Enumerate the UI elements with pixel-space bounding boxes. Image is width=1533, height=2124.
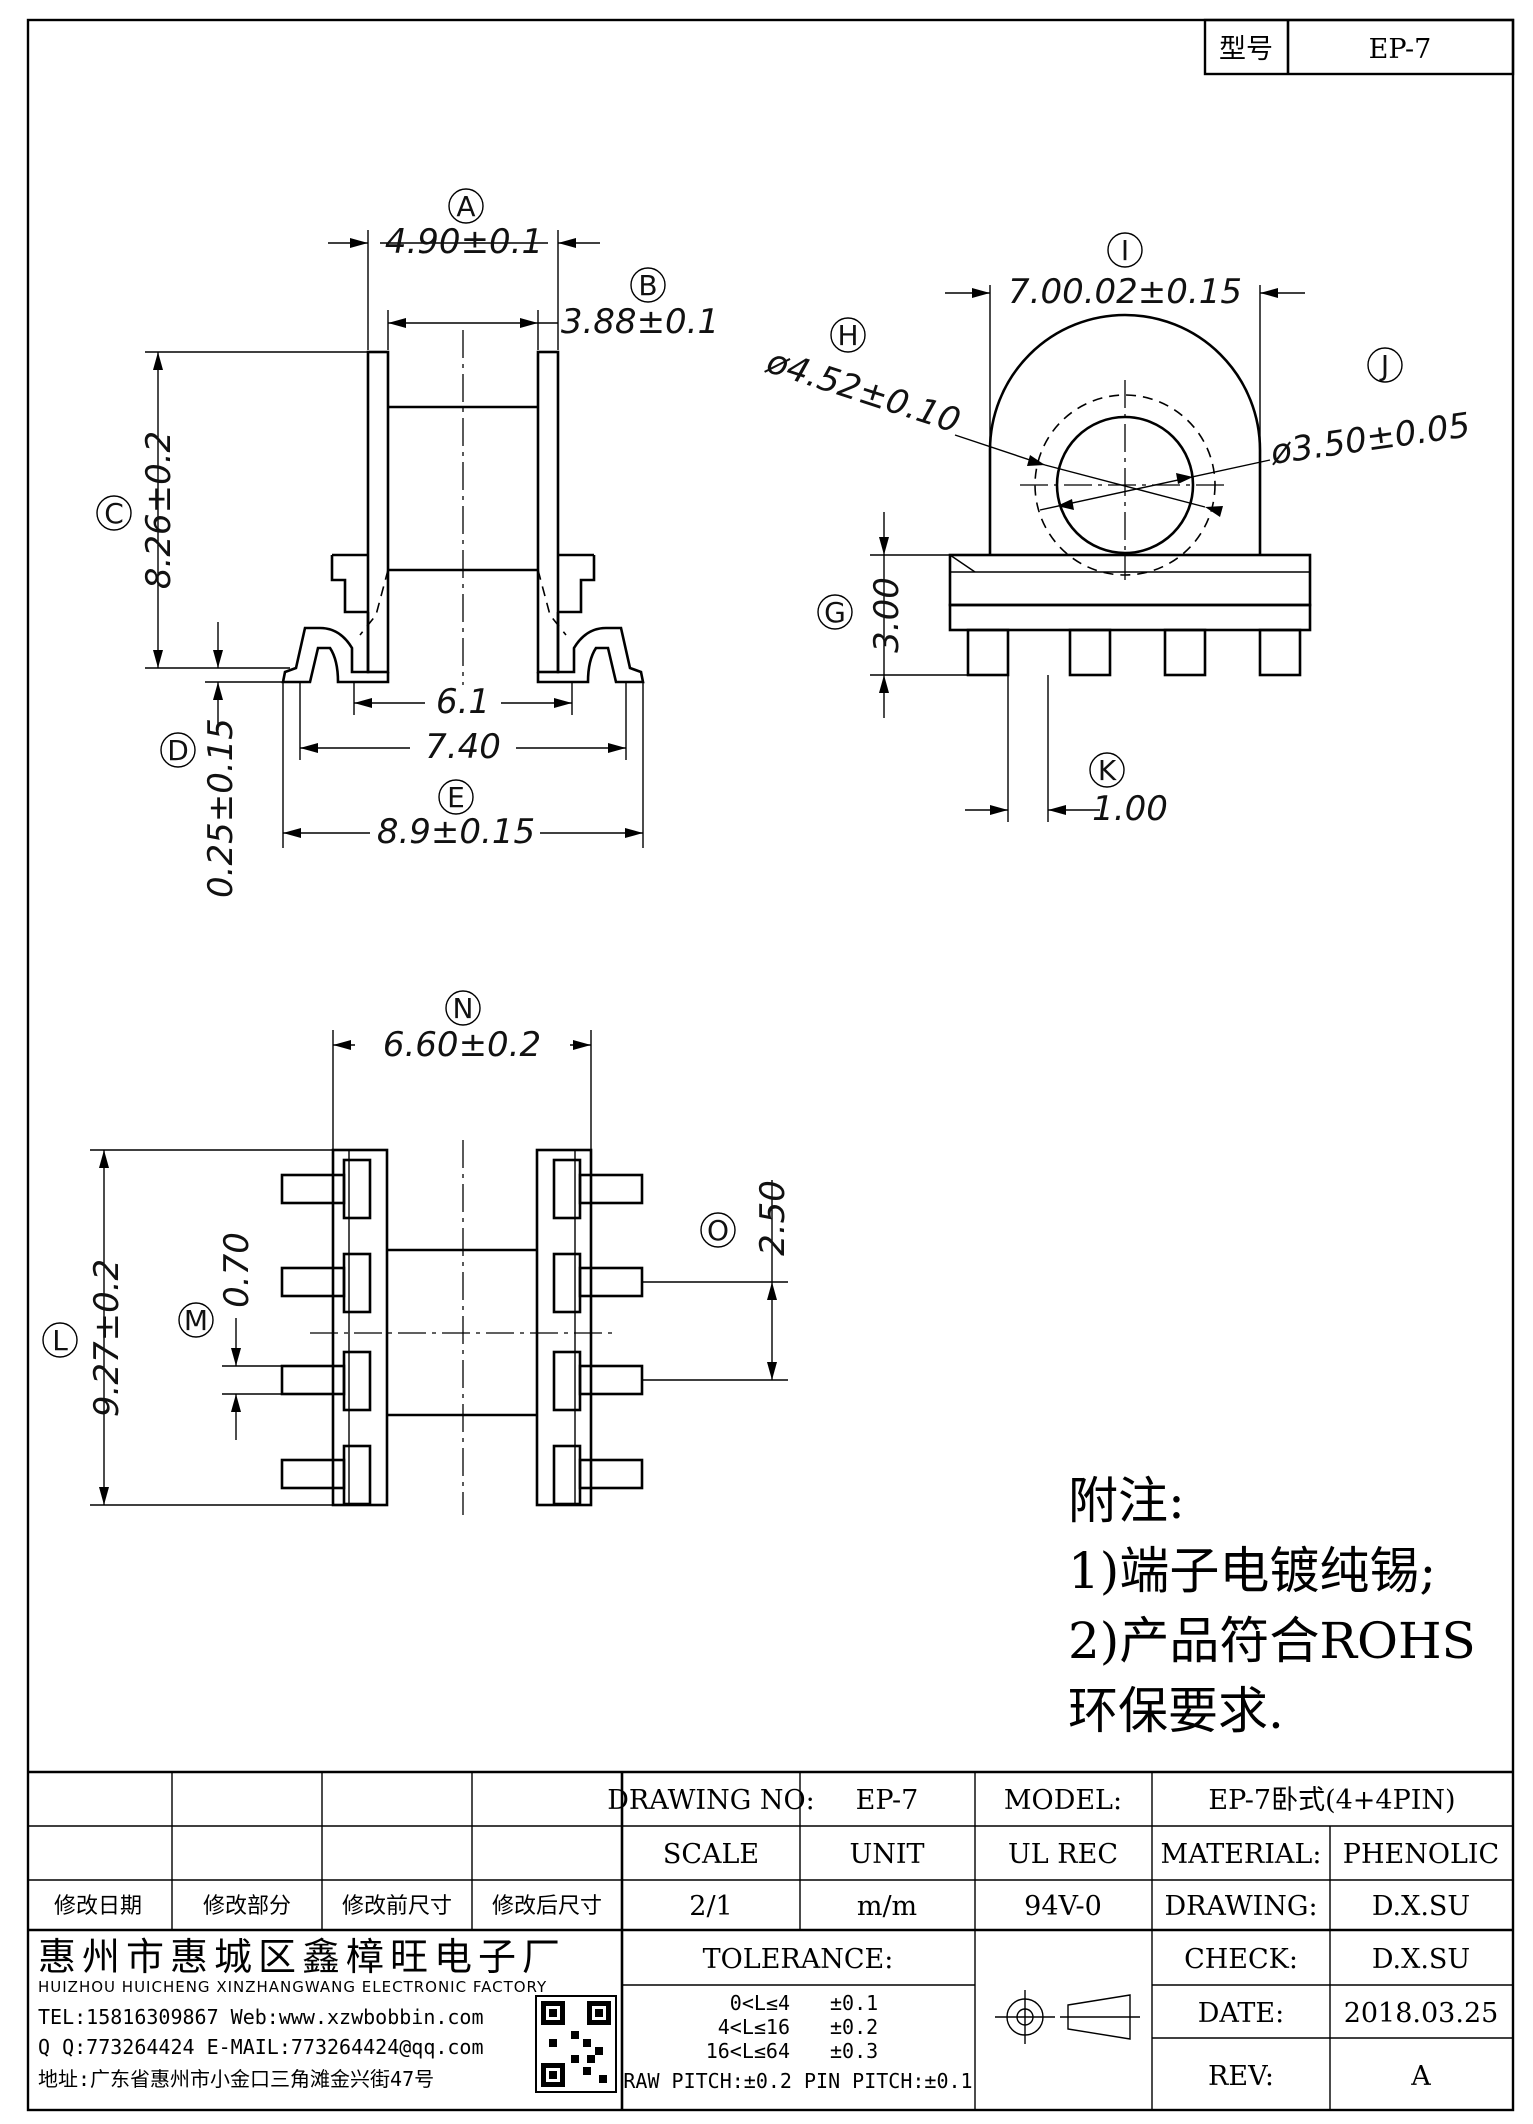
dim-A-letter: A [456,190,475,223]
dim-N: N 6.60±0.2 [332,990,592,1150]
side-view [948,313,1312,677]
pitch-note: RAW PITCH:±0.2 PIN PITCH:±0.1 [623,2069,972,2093]
model-value: EP-7卧式(4+4PIN) [1208,1785,1455,1816]
notes-line-2: 2)产品符合ROHS [1068,1612,1476,1670]
dim-D-value: 0.25±0.15 [201,718,241,898]
dim-M-letter: M [184,1304,208,1337]
model-header-box: 型号 EP-7 [1203,18,1515,76]
company-name-en: HUIZHOU HUICHENG XINZHANGWANG ELECTRONIC… [38,1978,547,1996]
company-address: 地址:广东省惠州市小金口三角滩金兴街47号 [38,2067,434,2091]
rev-value: A [1410,2061,1431,2092]
ul-label: UL REC [1008,1839,1118,1870]
dim-E-letter: E [447,781,465,814]
dim-D: D 0.25±0.15 [160,622,283,898]
dim-K: K 1.00 [965,675,1168,829]
dim-C-letter: C [104,497,124,530]
dim-J: J ø3.50±0.05 [1039,347,1473,511]
notes-title: 附注: [1068,1472,1185,1530]
check-value: D.X.SU [1372,1944,1470,1975]
model-header-value: EP-7 [1369,34,1432,65]
drawing-value: D.X.SU [1372,1891,1470,1922]
dim-A: A 4.90±0.1 [328,188,600,350]
dim-E: E 8.9±0.15 [282,682,644,852]
tol-value-1: ±0.1 [830,1991,878,2015]
dim-B-letter: B [638,269,657,302]
dim-K-value: 1.00 [1092,789,1168,829]
model-label: MODEL: [1004,1785,1122,1816]
dim-I-value: 7.00.02±0.15 [1008,272,1242,312]
dim-J-letter: J [1379,349,1389,382]
model-header-label: 型号 [1219,34,1273,65]
dim-H: H ø4.52±0.10 [761,317,1223,517]
dim-O: O 2.50 [642,1180,793,1381]
dim-B: B 3.88±0.1 [387,267,719,350]
dim-L-letter: L [52,1324,68,1357]
material-value: PHENOLIC [1343,1839,1499,1870]
dim-L: L 9.27±0.2 [42,1149,333,1506]
dim-M-value: 0.70 [217,1232,257,1308]
tolerance-label: TOLERANCE: [703,1944,894,1975]
check-label: CHECK: [1184,1944,1298,1975]
qr-code-icon [535,1995,617,2093]
rev-header-date: 修改日期 [54,1894,142,1919]
tol-range-3: 16<L≤64 [706,2039,790,2063]
company-qq-mail: Q Q:773264424 E-MAIL:773264424@qq.com [38,2035,484,2059]
dim-N-value: 6.60±0.2 [383,1025,541,1065]
scale-label: SCALE [663,1839,759,1870]
ul-value: 94V-0 [1024,1891,1102,1922]
bottom-view [280,1140,644,1515]
notes-block: 附注: 1)端子电镀纯锡; 2)产品符合ROHS 环保要求. [1068,1472,1476,1740]
dim-C: C 8.26±0.2 [96,351,368,669]
rev-header-after: 修改后尺寸 [492,1894,602,1919]
dim-G-value: 3.00 [867,577,907,653]
tol-range-1: 0<L≤4 [730,1991,790,2015]
dim-O-value: 2.50 [753,1180,793,1256]
material-label: MATERIAL: [1161,1839,1322,1870]
tol-value-2: ±0.2 [830,2015,878,2039]
dim-H-letter: H [837,319,858,352]
rev-label: REV: [1208,2061,1274,2092]
unit-label: UNIT [849,1839,924,1870]
dim-O-letter: O [707,1214,729,1247]
date-value: 2018.03.25 [1344,1998,1499,2029]
date-label: DATE: [1198,1998,1284,2029]
dim-inner2-value: 7.40 [425,727,501,767]
unit-value: m/m [857,1891,917,1922]
rev-header-part: 修改部分 [203,1894,291,1919]
dim-M: M 0.70 [178,1232,282,1440]
dim-H-value: ø4.52±0.10 [761,341,965,441]
dim-J-value: ø3.50±0.05 [1267,405,1472,473]
notes-line-1: 1)端子电镀纯锡; [1068,1542,1436,1600]
dim-I: I 7.00.02±0.15 [945,232,1305,450]
drawing-no-label: DRAWING NO: [607,1785,814,1816]
projection-symbol-icon [995,1990,1140,2044]
dim-I-letter: I [1121,234,1129,267]
dim-inner1-value: 6.1 [436,682,490,722]
dim-inner-7-40: 7.40 [299,682,627,767]
dim-K-letter: K [1098,754,1117,787]
tol-value-3: ±0.3 [830,2039,878,2063]
dim-E-value: 8.9±0.15 [377,812,535,852]
tol-range-2: 4<L≤16 [718,2015,790,2039]
drawing-label: DRAWING: [1164,1891,1317,1922]
dim-N-letter: N [453,992,474,1025]
dim-B-value: 3.88±0.1 [561,302,719,342]
company-name-cn: 惠州市惠城区鑫樟旺电子厂 [38,1935,566,1979]
company-tel-web: TEL:15816309867 Web:www.xzwbobbin.com [38,2005,484,2029]
dim-inner-6-1: 6.1 [353,682,573,722]
drawing-border [26,18,1515,2112]
rev-header-before: 修改前尺寸 [342,1894,452,1919]
title-block: 修改日期 修改部分 修改前尺寸 修改后尺寸 DRAWING NO: EP-7 M… [28,1770,1513,2110]
front-view [281,330,645,700]
dim-C-value: 8.26±0.2 [139,431,179,589]
notes-line-3: 环保要求. [1068,1682,1284,1740]
dim-L-value: 9.27±0.2 [87,1259,127,1417]
dim-D-letter: D [167,734,189,767]
dim-A-value: 4.90±0.1 [385,222,543,262]
dim-G-letter: G [824,596,846,629]
scale-value: 2/1 [689,1891,732,1922]
dim-G: G 3.00 [817,512,968,718]
drawing-no-value: EP-7 [856,1785,919,1816]
